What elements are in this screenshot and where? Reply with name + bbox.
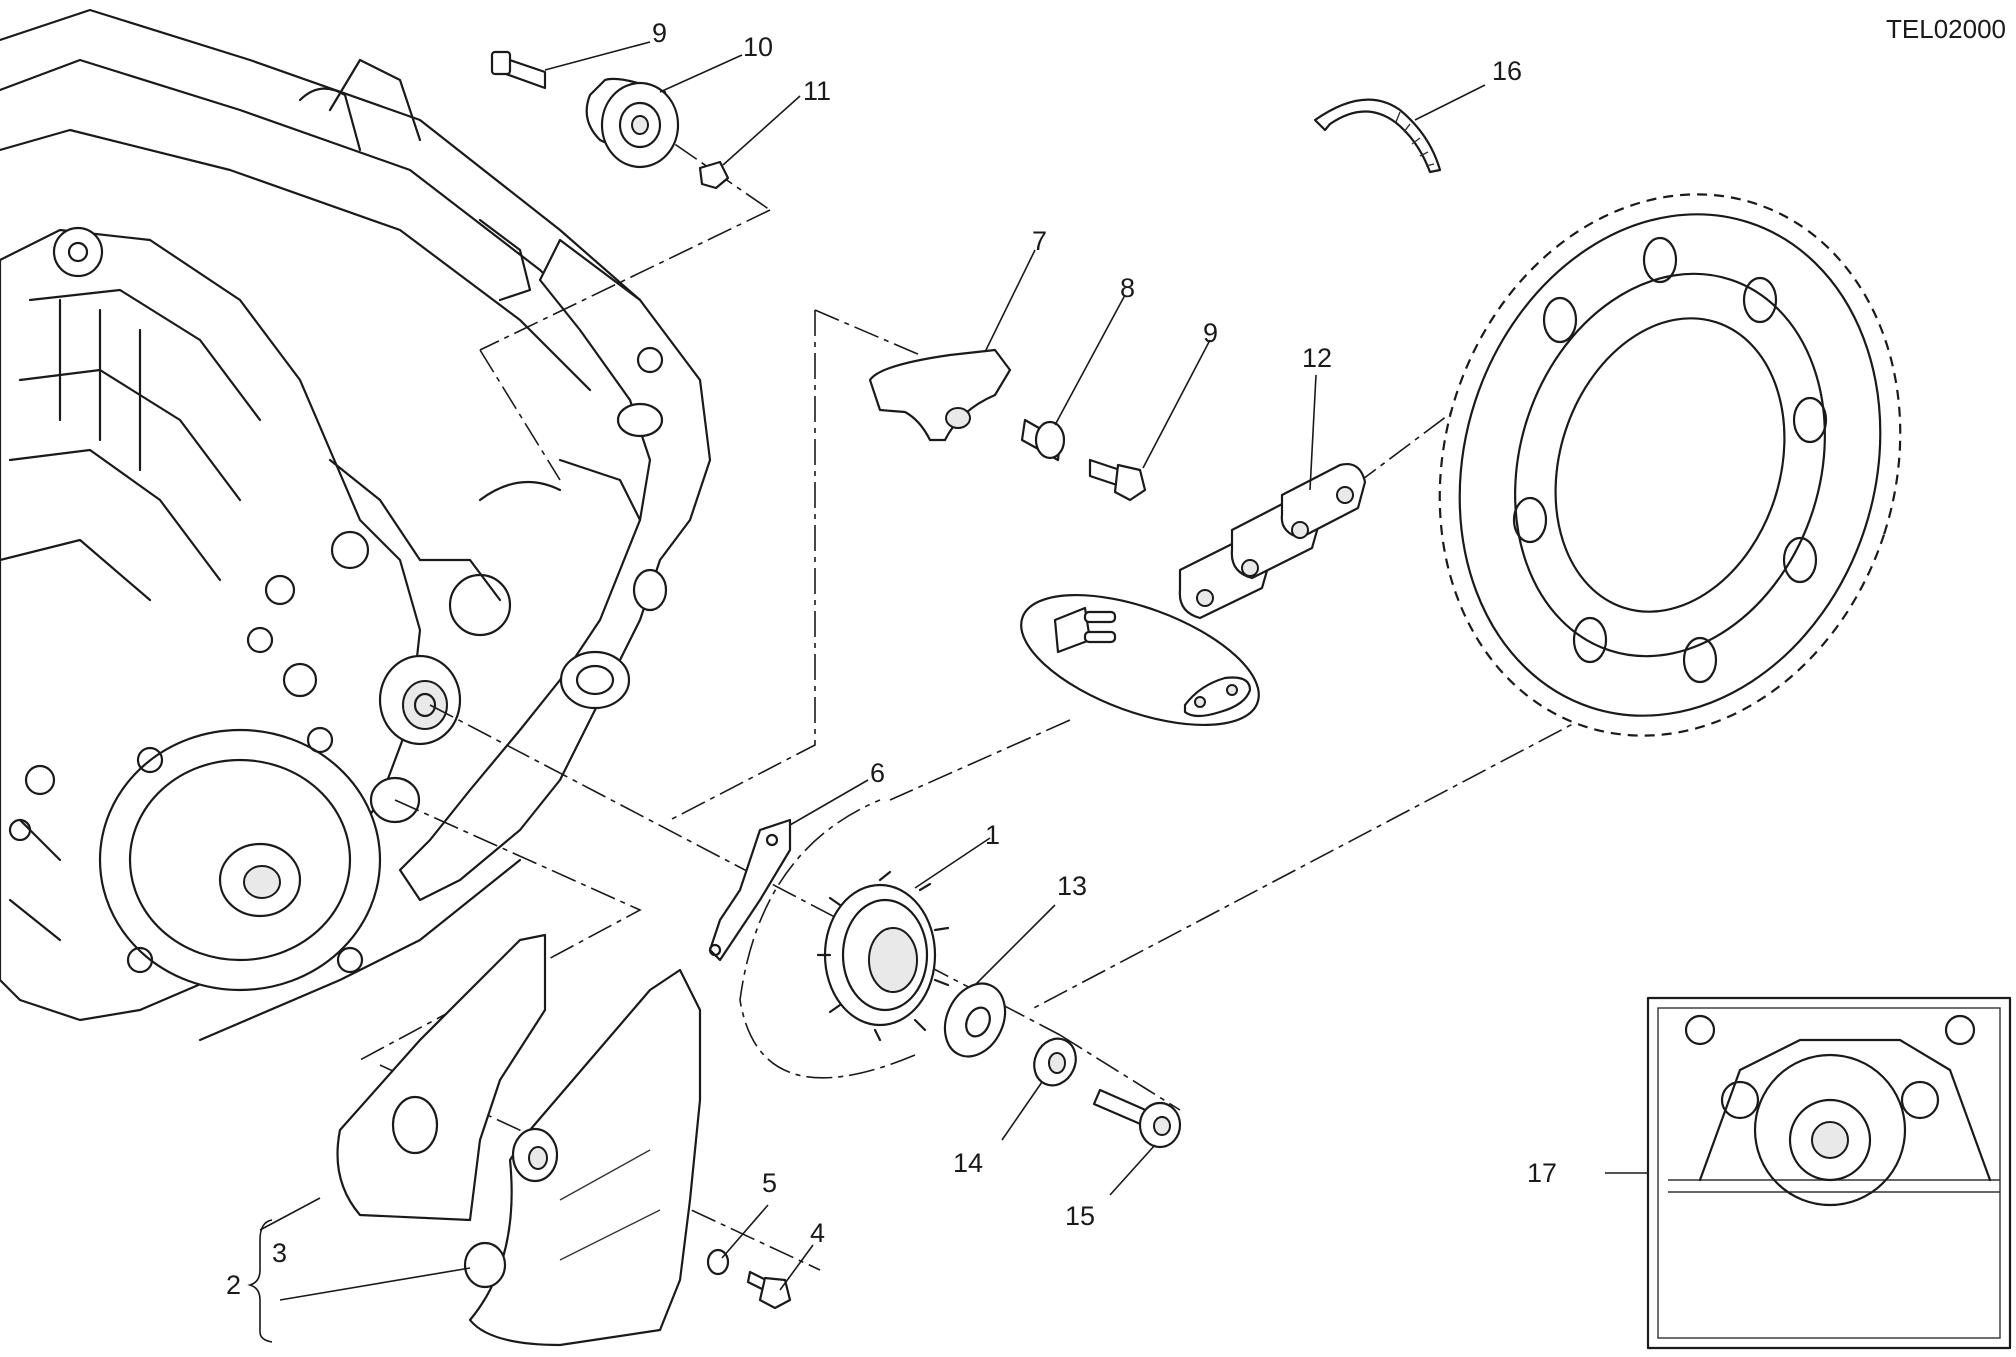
drawing-code: TEL02000 <box>1886 14 2006 44</box>
sprocket-bolt <box>1092 1088 1182 1149</box>
callout-5: 5 <box>762 1168 778 1198</box>
cover-fasteners <box>706 1248 792 1310</box>
chain-slider-assembly <box>868 348 1147 502</box>
callout-1: 1 <box>985 820 1001 850</box>
washers <box>943 982 1077 1087</box>
callout-10: 10 <box>743 32 774 62</box>
callout-6: 6 <box>870 758 886 788</box>
callout-2: 2 <box>226 1270 242 1300</box>
leader-lines <box>247 41 1648 1343</box>
retaining-plate <box>708 818 792 962</box>
callout-13: 13 <box>1057 871 1088 901</box>
callout-9-slider: 9 <box>1203 318 1219 348</box>
callout-11: 11 <box>803 76 832 106</box>
callout-7: 7 <box>1032 226 1048 256</box>
inset-detail <box>1646 996 2012 1350</box>
rear-sprocket <box>1438 193 1902 737</box>
engine-frame-illustration <box>0 8 712 1042</box>
sprocket-cover <box>336 933 702 1347</box>
callout-12: 12 <box>1302 343 1333 373</box>
callout-17: 17 <box>1527 1158 1558 1188</box>
callout-15: 15 <box>1065 1201 1096 1231</box>
callout-14: 14 <box>953 1148 984 1178</box>
callout-16: 16 <box>1492 56 1523 86</box>
chain-links <box>1178 463 1367 620</box>
master-link-detail <box>1020 593 1260 727</box>
callout-4: 4 <box>810 1218 826 1248</box>
front-sprocket <box>816 870 950 1042</box>
chain-guide-strip <box>1313 98 1442 174</box>
callout-9-top: 9 <box>652 18 668 48</box>
callout-3: 3 <box>272 1238 288 1268</box>
chain-roller-assembly <box>490 50 730 190</box>
callout-8: 8 <box>1120 273 1136 303</box>
